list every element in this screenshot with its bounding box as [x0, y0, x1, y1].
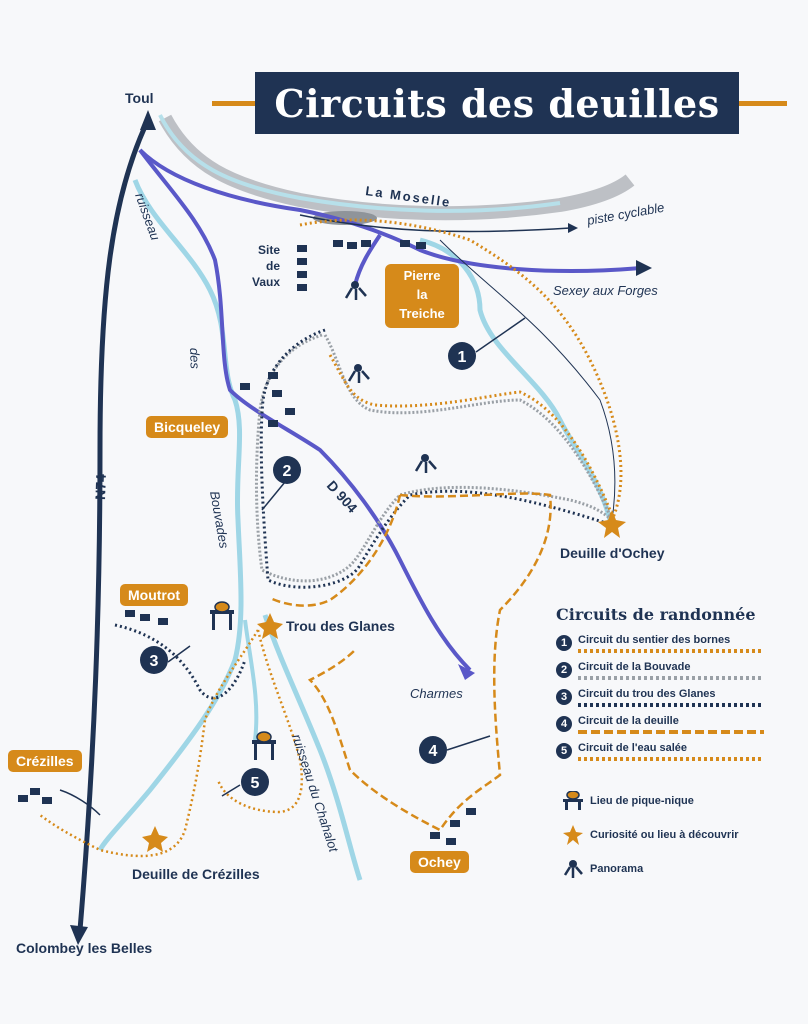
ruisseau-chahalot: [262, 614, 363, 881]
label-n74: N74: [92, 474, 109, 500]
label-des: des: [187, 348, 203, 370]
legend: Circuits de randonnée 1 Circuit du senti…: [556, 605, 796, 879]
label-sexey: Sexey aux Forges: [553, 283, 658, 298]
legend-num-1: 1: [556, 635, 572, 651]
circuit-1-loop: [328, 354, 614, 516]
legend-panorama-label: Panorama: [590, 863, 644, 875]
marker-1: 1: [458, 349, 467, 366]
site-de-vaux-line-3: Vaux: [252, 275, 281, 289]
legend-circuit-2: 2 Circuit de la Bouvade: [556, 661, 796, 680]
marker-2: 2: [283, 463, 292, 480]
circuit-2-route: [254, 333, 613, 583]
legend-swatch-3: [578, 703, 764, 707]
marker-3-pointer: [167, 645, 191, 663]
title-bar-left: [212, 101, 255, 106]
road-sexey: [138, 148, 641, 273]
legend-picnic-icon: [556, 791, 590, 811]
marker-4-pointer: [446, 735, 491, 751]
site-de-vaux-line-2: de: [266, 259, 281, 273]
legend-label-3: Circuit du trou des Glanes: [578, 688, 716, 700]
circuit-1-thin: [439, 239, 616, 521]
label-toul: Toul: [125, 90, 154, 106]
label-pierre-la-treiche: Pierre la Treiche: [385, 264, 459, 328]
legend-num-2: 2: [556, 662, 572, 678]
label-deuille-crezilles: Deuille de Crézilles: [132, 866, 260, 882]
marker-5-pointer: [221, 784, 241, 797]
marker-3: 3: [150, 653, 159, 670]
legend-title: Circuits de randonnée: [556, 605, 756, 624]
legend-star-label: Curiosité ou lieu à découvrir: [590, 829, 739, 841]
legend-label-1: Circuit du sentier des bornes: [578, 634, 731, 646]
legend-star-icon: [556, 825, 590, 845]
legend-circuit-3: 3 Circuit du trou des Glanes: [556, 688, 796, 707]
map-title: Circuits des deuilles: [255, 72, 739, 134]
circuit-1-route: [299, 218, 623, 521]
label-d904: D 904: [324, 477, 361, 516]
colombey-arrow-icon: [70, 925, 88, 945]
legend-symbol-star: Curiosité ou lieu à découvrir: [556, 825, 796, 845]
site-de-vaux-line-1: Site: [258, 243, 281, 257]
pierre-line-2: la: [416, 287, 428, 302]
legend-swatch-4: [578, 730, 764, 734]
legend-label-5: Circuit de l'eau salée: [578, 742, 687, 754]
marker-1-pointer: [475, 317, 526, 353]
legend-symbol-panorama: Panorama: [556, 859, 796, 879]
stream-small: [243, 619, 259, 741]
circuit-4-route: [269, 492, 552, 832]
label-ochey: Ochey: [410, 851, 469, 873]
toul-arrow-icon: [140, 110, 156, 130]
moselle-river-edge: [158, 114, 561, 213]
legend-circuit-5: 5 Circuit de l'eau salée: [556, 742, 796, 761]
label-charmes: Charmes: [410, 686, 463, 701]
marker-5: 5: [251, 775, 260, 792]
label-bicqueley: Bicqueley: [146, 416, 229, 438]
legend-swatch-2: [578, 676, 764, 680]
label-deuille-ochey: Deuille d'Ochey: [560, 545, 665, 561]
road-branch: [353, 233, 382, 286]
marker-2-pointer: [261, 481, 286, 511]
panorama-icon: [344, 281, 437, 473]
legend-circuit-1: 1 Circuit du sentier des bornes: [556, 634, 796, 653]
road-n74: [77, 118, 151, 931]
label-site-de-vaux: Site de Vaux: [252, 242, 280, 290]
label-moutrot: Moutrot: [120, 584, 189, 606]
label-crezilles: Crézilles: [8, 750, 82, 772]
sexey-arrow-icon: [636, 260, 652, 276]
legend-num-5: 5: [556, 743, 572, 759]
label-bouvades: Bouvades: [207, 490, 232, 550]
village-houses: [18, 240, 476, 845]
legend-label-4: Circuit de la deuille: [578, 715, 679, 727]
legend-symbol-picnic: Lieu de pique-nique: [556, 791, 796, 811]
pierre-line-1: Pierre: [403, 268, 441, 283]
legend-picnic-label: Lieu de pique-nique: [590, 795, 694, 807]
label-piste-cyclable: piste cyclable: [585, 200, 665, 228]
picnic-icon: [210, 601, 276, 760]
legend-num-3: 3: [556, 689, 572, 705]
circuit-3-route: [259, 328, 613, 589]
stream-pierre: [419, 237, 613, 521]
legend-label-2: Circuit de la Bouvade: [578, 661, 691, 673]
circuit-5-route: [39, 629, 304, 858]
piste-arrow-icon: [568, 223, 578, 233]
charmes-arrow-icon: [458, 664, 475, 680]
route-markers: 1 2 3 4 5: [140, 342, 476, 796]
legend-swatch-1: [578, 649, 764, 653]
ruisseau-bouvades: [97, 179, 244, 852]
label-colombey: Colombey les Belles: [16, 940, 153, 956]
crezilles-link: [59, 789, 101, 816]
circuit-3-moutrot: [114, 623, 247, 700]
legend-circuit-4: 4 Circuit de la deuille: [556, 715, 796, 734]
title-bar-right: [739, 101, 787, 106]
legend-swatch-5: [578, 757, 764, 761]
star-icon: [142, 510, 626, 852]
label-trou-des-glanes: Trou des Glanes: [286, 618, 395, 634]
marker-4: 4: [429, 743, 438, 760]
legend-panorama-icon: [556, 859, 590, 879]
legend-num-4: 4: [556, 716, 572, 732]
pierre-line-3: Treiche: [399, 306, 445, 321]
